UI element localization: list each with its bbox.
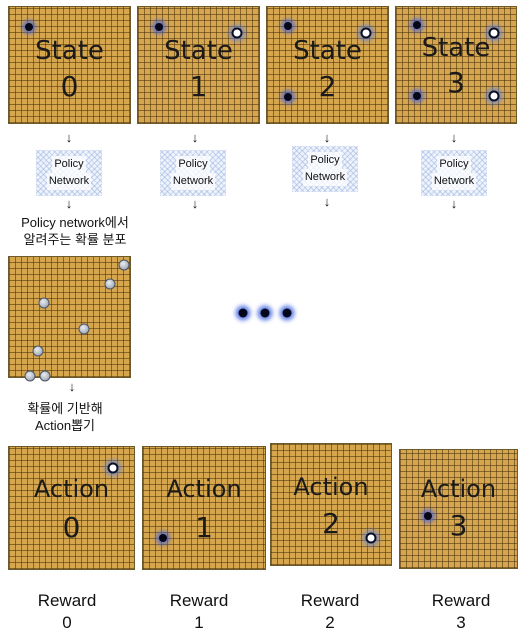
network-label-line1: Policy — [308, 152, 342, 169]
caption-line1: 확률에 기반해 — [27, 401, 103, 416]
white-stone — [231, 27, 243, 39]
reward-value: 2 — [325, 613, 335, 632]
reward-label: Reward — [37, 591, 97, 610]
down-arrow-icon: ↓ — [191, 130, 199, 145]
probability-stone — [78, 323, 90, 335]
probability-stone — [38, 297, 50, 309]
policy-distribution-caption: Policy network에서 알려주는 확률 분포 — [0, 214, 150, 248]
caption-line1: Policy network에서 — [21, 215, 129, 230]
state-board-1: State 1 — [137, 6, 260, 124]
action-board-2: Action 2 — [270, 443, 392, 566]
sample-action-caption: 확률에 기반해 Action뽑기 — [0, 400, 130, 434]
reward-label: Reward — [431, 591, 491, 610]
policy-network-2: Policy Network — [292, 146, 358, 192]
down-arrow-icon: ↓ — [191, 196, 199, 211]
policy-network-1: Policy Network — [160, 150, 226, 196]
reward-1: Reward 1 — [154, 590, 244, 634]
reward-2: Reward 2 — [285, 590, 375, 634]
action-label: Action — [166, 475, 242, 503]
down-arrow-icon: ↓ — [65, 196, 73, 211]
probability-distribution-board — [8, 256, 131, 382]
policy-network-3: Policy Network — [421, 150, 487, 196]
reward-0: Reward 0 — [22, 590, 112, 634]
probability-stone — [118, 259, 130, 271]
probability-stone — [24, 370, 36, 382]
black-stone — [413, 92, 421, 100]
action-number: 1 — [195, 511, 213, 544]
state-board-2: State 2 — [266, 6, 389, 124]
down-arrow-icon: ↓ — [68, 379, 76, 394]
reward-value: 0 — [62, 613, 72, 632]
black-stone — [284, 22, 292, 30]
state-label: State — [164, 36, 233, 66]
action-board-3: Action 3 — [399, 449, 518, 569]
network-label-line1: Policy — [437, 156, 471, 173]
down-arrow-icon: ↓ — [323, 130, 331, 145]
ellipsis-dot — [238, 308, 248, 318]
action-number: 2 — [322, 507, 340, 540]
down-arrow-icon: ↓ — [450, 196, 458, 211]
network-label-line1: Policy — [176, 156, 210, 173]
black-stone — [413, 21, 421, 29]
state-label: State — [421, 33, 491, 63]
white-stone — [488, 90, 500, 102]
reward-3: Reward 3 — [416, 590, 506, 634]
network-label-line2: Network — [46, 173, 92, 190]
white-stone — [107, 462, 119, 474]
black-stone — [159, 534, 167, 542]
action-number: 3 — [449, 509, 468, 542]
white-stone — [365, 532, 377, 544]
state-label: State — [35, 36, 104, 66]
state-number: 1 — [189, 70, 208, 103]
reward-label: Reward — [300, 591, 360, 610]
probability-stone — [104, 278, 116, 290]
policy-network-0: Policy Network — [36, 150, 102, 196]
action-label: Action — [293, 473, 369, 501]
reward-value: 1 — [194, 613, 204, 632]
reward-label: Reward — [169, 591, 229, 610]
white-stone — [360, 27, 372, 39]
action-board-1: Action 1 — [142, 446, 266, 570]
reward-value: 3 — [456, 613, 466, 632]
probability-stone — [39, 370, 51, 382]
state-number: 3 — [447, 66, 465, 99]
action-label: Action — [33, 475, 110, 503]
action-number: 0 — [62, 511, 81, 544]
down-arrow-icon: ↓ — [65, 130, 73, 145]
caption-line2: 알려주는 확률 분포 — [23, 232, 127, 247]
action-label: Action — [420, 475, 497, 503]
network-label-line2: Network — [170, 173, 216, 190]
black-stone — [25, 23, 33, 31]
black-stone — [284, 93, 292, 101]
caption-line2: Action뽑기 — [34, 418, 96, 433]
probability-stone — [32, 345, 44, 357]
network-label-line2: Network — [302, 169, 348, 186]
action-board-0: Action 0 — [8, 446, 135, 570]
white-stone — [488, 27, 500, 39]
black-stone — [155, 23, 163, 31]
state-board-0: State 0 — [8, 6, 131, 124]
black-stone — [424, 512, 432, 520]
network-label-line2: Network — [431, 173, 477, 190]
state-number: 0 — [60, 70, 79, 103]
down-arrow-icon: ↓ — [450, 130, 458, 145]
ellipsis-dot — [282, 308, 292, 318]
state-number: 2 — [318, 70, 337, 103]
ellipsis-dot — [260, 308, 270, 318]
network-label-line1: Policy — [52, 156, 86, 173]
state-board-3: State 3 — [395, 6, 517, 124]
state-label: State — [293, 36, 362, 66]
down-arrow-icon: ↓ — [323, 194, 331, 209]
